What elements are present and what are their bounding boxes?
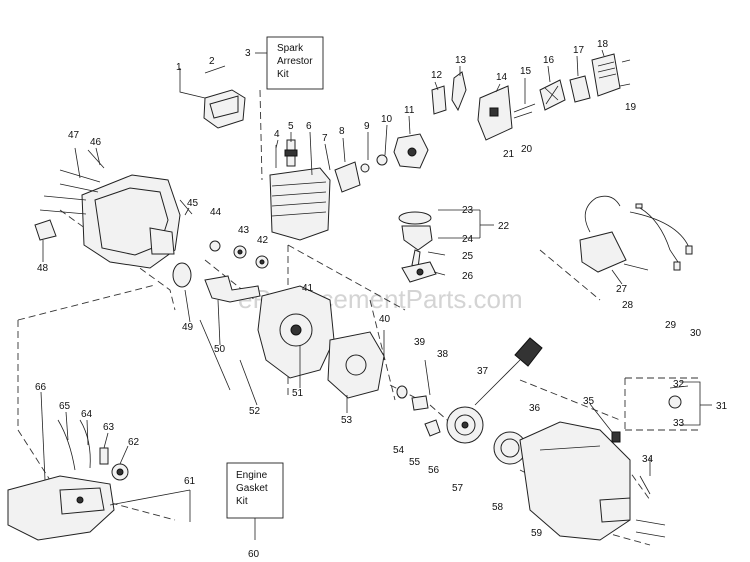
callout: 19 xyxy=(625,102,637,113)
callout: 14 xyxy=(496,72,508,83)
callout: 51 xyxy=(292,388,304,399)
callout: 38 xyxy=(437,349,449,360)
callout: 54 xyxy=(393,445,405,456)
crankshaft xyxy=(204,275,261,303)
kit-label-line: Kit xyxy=(277,69,289,80)
callout: 40 xyxy=(379,314,391,325)
ignition-wire xyxy=(629,211,691,251)
callout-numbers: 1 2 3 4 5 6 7 8 9 10 11 12 13 14 15 16 1… xyxy=(35,39,728,560)
callout: 52 xyxy=(249,406,261,417)
callout: 47 xyxy=(68,130,80,141)
ignition-coil xyxy=(579,231,627,273)
callout: 21 xyxy=(503,149,515,160)
kit-label-line: Engine xyxy=(236,470,268,481)
callout: 16 xyxy=(543,55,555,66)
callout: 36 xyxy=(529,403,541,414)
callout: 41 xyxy=(302,283,314,294)
kit-label-line: Kit xyxy=(236,496,248,507)
callout: 17 xyxy=(573,45,585,56)
ignition-wire xyxy=(639,207,679,263)
callout: 20 xyxy=(521,144,533,155)
air-filter-cover xyxy=(591,53,621,97)
callout: 9 xyxy=(364,121,370,132)
starter-handle xyxy=(514,337,543,367)
callout: 62 xyxy=(128,437,140,448)
callout: 30 xyxy=(690,328,702,339)
gasket xyxy=(334,161,361,193)
callout: 65 xyxy=(59,401,71,412)
callout: 35 xyxy=(583,396,595,407)
callout: 1 xyxy=(176,62,182,73)
kit-label-line: Gasket xyxy=(236,483,268,494)
callout: 28 xyxy=(622,300,634,311)
callout: 59 xyxy=(531,528,543,539)
leader-lines xyxy=(40,49,712,481)
callout: 46 xyxy=(90,137,102,148)
callout: 34 xyxy=(642,454,654,465)
callout: 64 xyxy=(81,409,93,420)
callout: 8 xyxy=(339,126,345,137)
callout: 4 xyxy=(274,129,280,140)
callout: 11 xyxy=(404,105,415,116)
callout: 25 xyxy=(462,251,474,262)
callout: 32 xyxy=(673,379,685,390)
callout: 57 xyxy=(452,483,464,494)
callout: 26 xyxy=(462,271,474,282)
callout: 18 xyxy=(597,39,609,50)
callout: 61 xyxy=(184,476,196,487)
spark-arrestor-kit-box: Spark Arrestor Kit xyxy=(255,36,324,90)
callout: 24 xyxy=(462,234,474,245)
callout: 23 xyxy=(462,205,474,216)
callout: 29 xyxy=(665,320,677,331)
callout: 10 xyxy=(381,114,393,125)
callout: 55 xyxy=(409,457,421,468)
callout: 56 xyxy=(428,465,440,476)
callout: 3 xyxy=(245,48,251,59)
callout: 53 xyxy=(341,415,353,426)
callout: 2 xyxy=(209,56,215,67)
callout: 44 xyxy=(210,207,222,218)
callout: 6 xyxy=(306,121,312,132)
callout: 22 xyxy=(498,221,510,232)
engine-gasket-kit-box: Engine Gasket Kit xyxy=(226,462,284,540)
callout: 13 xyxy=(455,55,467,66)
callout: 39 xyxy=(414,337,426,348)
callout: 43 xyxy=(238,225,250,236)
kit-label-line: Spark xyxy=(277,43,304,54)
callout: 50 xyxy=(214,344,226,355)
kit-label-line: Arrestor xyxy=(277,56,313,67)
callout: 49 xyxy=(182,322,194,333)
callout: 60 xyxy=(248,549,260,560)
callout: 42 xyxy=(257,235,269,246)
callout: 66 xyxy=(35,382,47,393)
piston xyxy=(401,225,433,251)
air-filter xyxy=(569,75,591,103)
callout: 58 xyxy=(492,502,504,513)
callout: 27 xyxy=(616,284,628,295)
parts-drawings xyxy=(7,53,693,541)
callout: 5 xyxy=(288,121,294,132)
callout: 7 xyxy=(322,133,328,144)
callout: 48 xyxy=(37,263,49,274)
callout: 37 xyxy=(477,366,489,377)
callout: 33 xyxy=(673,418,685,429)
callout: 45 xyxy=(187,198,199,209)
callout: 15 xyxy=(520,66,532,77)
callout: 31 xyxy=(716,401,728,412)
callout: 12 xyxy=(431,70,443,81)
callout: 63 xyxy=(103,422,115,433)
